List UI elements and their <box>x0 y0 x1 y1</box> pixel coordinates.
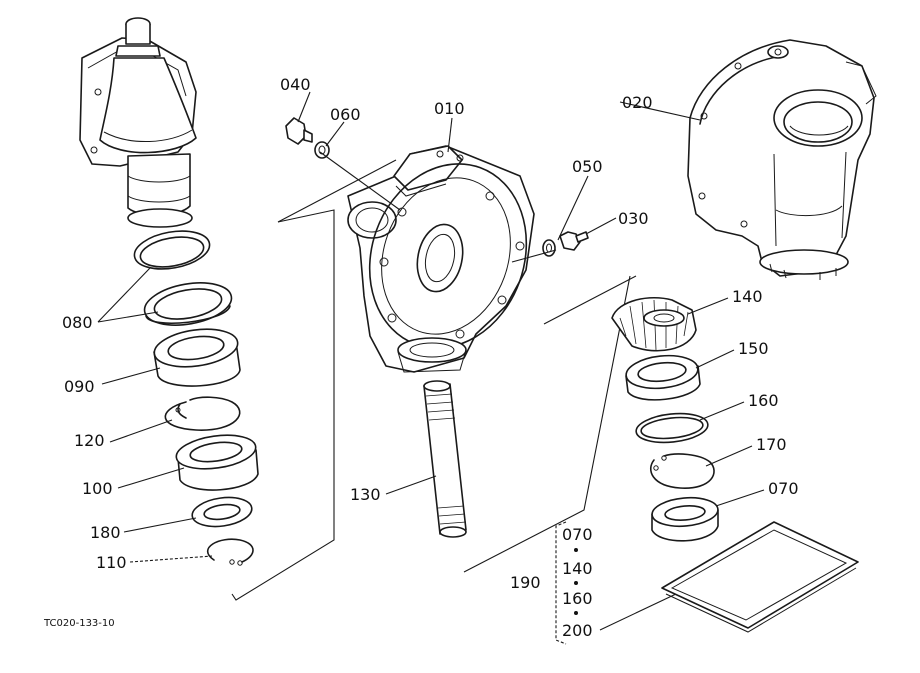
callout-110: 110 <box>96 553 127 572</box>
callout-070: 070 <box>768 479 799 498</box>
plug-bolt-030 <box>559 231 589 251</box>
circlip-170 <box>649 453 715 489</box>
collar-180 <box>191 496 253 528</box>
plug-bolt-040 <box>285 117 313 145</box>
callout-130: 130 <box>350 485 381 504</box>
oil-seal-080-upper <box>133 230 211 270</box>
kit-item-4: 200 <box>562 621 593 640</box>
right-axis-lines <box>543 275 637 325</box>
callout-090: 090 <box>64 377 95 396</box>
leader-lines <box>97 91 765 631</box>
snap-ring-160 <box>635 412 709 444</box>
bearing-090 <box>153 328 241 387</box>
center-axis-lines <box>277 151 631 573</box>
callout-190: 190 <box>510 573 541 592</box>
gear-case-010 <box>347 145 535 373</box>
callout-050: 050 <box>572 157 603 176</box>
kit-item-3: 160 <box>562 589 593 608</box>
callout-010: 010 <box>434 99 465 118</box>
transmission-case-020 <box>687 39 877 280</box>
callout-180: 180 <box>90 523 121 542</box>
circlip-110 <box>206 538 254 566</box>
bearing-100 <box>175 434 259 491</box>
kit-item-2: 140 <box>562 559 593 578</box>
bearing-150 <box>625 354 701 401</box>
gasket-sheet-200 <box>661 521 859 633</box>
oil-seal-080-lower <box>143 282 233 326</box>
bevel-gear-140 <box>611 296 697 352</box>
callout-140: 140 <box>732 287 763 306</box>
upper-gear-case <box>79 17 197 228</box>
callout-labels: 040 060 010 020 050 030 080 090 120 100 … <box>43 75 799 640</box>
callout-100: 100 <box>82 479 113 498</box>
oil-seal-070 <box>651 496 719 542</box>
callout-060: 060 <box>330 105 361 124</box>
callout-020: 020 <box>622 93 653 112</box>
kit-190-bracket <box>555 521 578 645</box>
left-axis-lines <box>231 209 335 601</box>
snap-ring-120 <box>164 396 241 431</box>
callout-120: 120 <box>74 431 105 450</box>
kit-item-1: 070 <box>562 525 593 544</box>
callout-080: 080 <box>62 313 93 332</box>
washer-050 <box>542 239 556 257</box>
callout-150: 150 <box>738 339 769 358</box>
callout-170: 170 <box>756 435 787 454</box>
callout-030: 030 <box>618 209 649 228</box>
callout-040: 040 <box>280 75 311 94</box>
callout-160: 160 <box>748 391 779 410</box>
figure-code: TC020-133-10 <box>43 618 115 629</box>
washer-060 <box>314 141 330 159</box>
shaft-130 <box>423 380 467 538</box>
